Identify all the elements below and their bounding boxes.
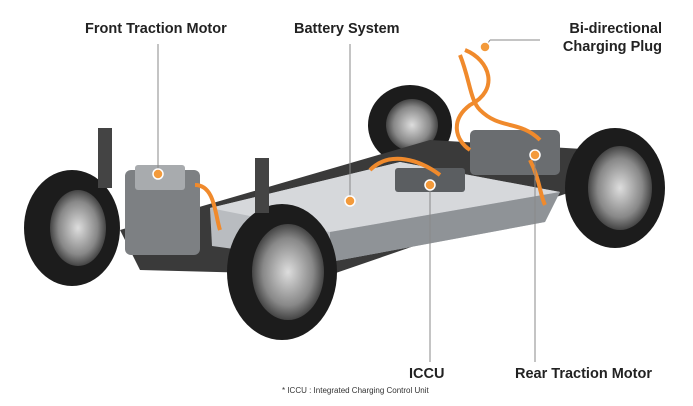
front-right-wheel (227, 204, 337, 340)
iccu-label: ICCU (409, 366, 445, 382)
callout-lines (157, 39, 540, 362)
rear-right-wheel (565, 128, 665, 248)
rear-traction-motor-label: Rear Traction Motor (515, 366, 652, 382)
front-motor (125, 170, 200, 255)
charging-plug-label-line2: Charging Plug (562, 39, 662, 55)
front-left-wheel (24, 170, 120, 286)
front-left-suspension (98, 128, 112, 188)
front-traction-motor-label: Front Traction Motor (85, 21, 227, 37)
hv-cables (194, 48, 547, 231)
charging-plug-label-line1: Bi-directional (569, 21, 662, 37)
rear-motor (470, 130, 560, 175)
battery-system-label: Battery System (294, 21, 400, 37)
footnote: * ICCU : Integrated Charging Control Uni… (282, 386, 429, 395)
front-right-suspension (255, 158, 269, 213)
callout-dots (152, 41, 541, 207)
